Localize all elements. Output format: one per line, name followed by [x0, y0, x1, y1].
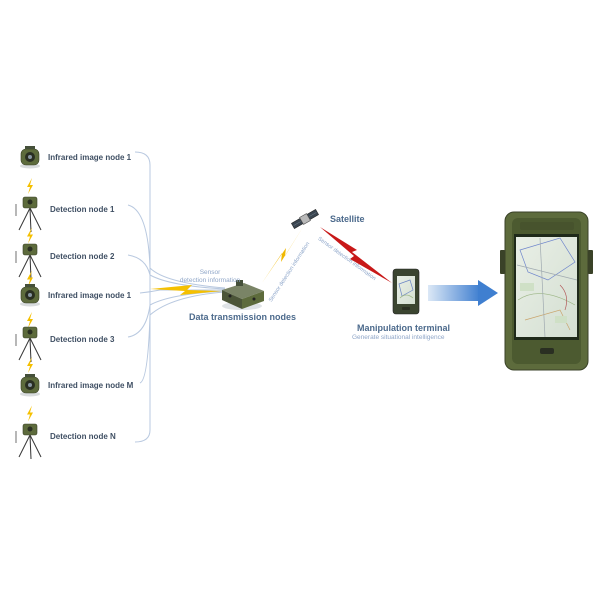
sensor-label-line2: detection information — [179, 277, 241, 284]
sensor-label: Sensor detection information — [170, 269, 250, 285]
node-label-4: Infrared image node 1 — [48, 291, 132, 300]
handheld-terminal-icon — [392, 268, 420, 315]
lightning-icon — [27, 312, 33, 328]
tripod-sensor-icon — [15, 423, 42, 460]
arrow-right-icon — [428, 280, 498, 306]
lightning-icon — [27, 357, 33, 373]
hub-label: Data transmission nodes — [189, 312, 297, 322]
tripod-sensor-icon — [15, 243, 42, 280]
satellite-icon — [291, 209, 319, 229]
lightning-icon — [27, 270, 33, 287]
terminal-sublabel: Generate situational intelligence — [352, 334, 445, 341]
node-icons — [15, 146, 42, 460]
uplink-lightning — [262, 227, 303, 283]
brace-lines — [127, 151, 226, 443]
infrared-camera-icon — [20, 146, 40, 169]
node-label-7: Detection node N — [50, 432, 116, 441]
downlink-lightning — [320, 227, 392, 283]
satellite-label: Satellite — [330, 214, 365, 224]
terminal-label: Manipulation terminal — [357, 323, 451, 333]
lightning-icon — [27, 405, 33, 422]
lightning-icon — [27, 227, 33, 244]
router-hub-icon — [222, 280, 264, 310]
infrared-camera-icon — [20, 284, 40, 307]
tripod-sensor-icon — [15, 196, 42, 233]
node-label-6: Infrared image node M — [48, 381, 134, 390]
node-label-1: Infrared image node 1 — [48, 153, 132, 162]
node-label-2: Detection node 1 — [50, 205, 115, 214]
node-label-5: Detection node 3 — [50, 335, 115, 344]
infrared-camera-icon — [20, 374, 40, 397]
lightning-icon — [27, 178, 33, 194]
sensor-label-line1: Sensor — [199, 269, 221, 276]
node-label-3: Detection node 2 — [50, 252, 115, 261]
tripod-sensor-icon — [15, 326, 42, 363]
large-terminal-device — [500, 211, 593, 371]
sensor-link-lightning — [150, 285, 222, 295]
